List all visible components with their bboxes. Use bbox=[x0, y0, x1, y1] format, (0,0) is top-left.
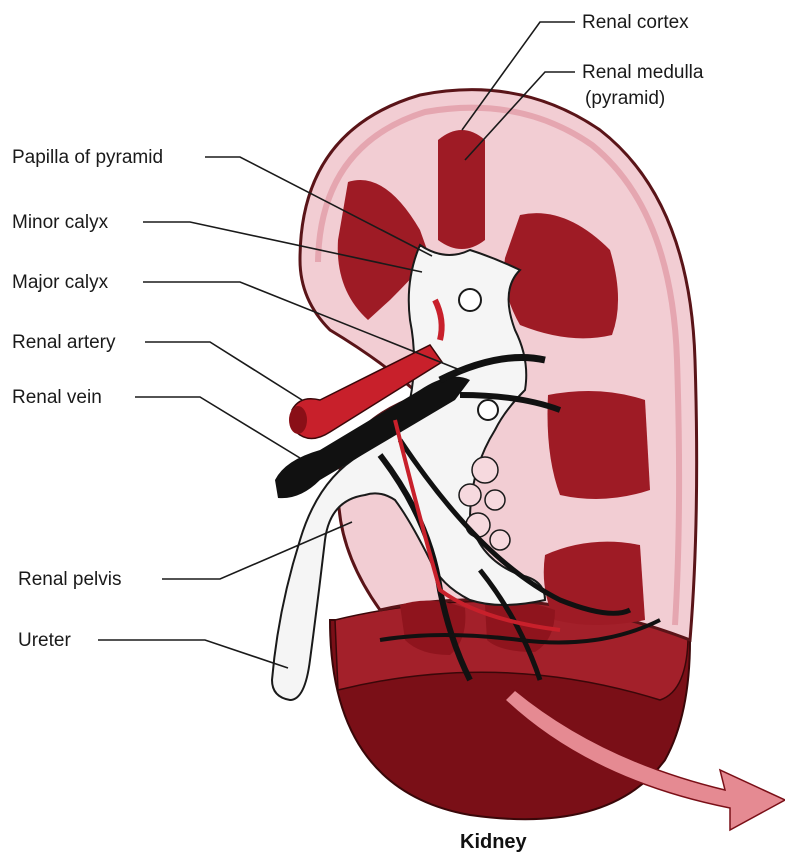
label-major-calyx: Major calyx bbox=[12, 272, 109, 293]
label-renal-medulla: Renal medulla bbox=[582, 62, 704, 83]
label-renal-pelvis: Renal pelvis bbox=[18, 569, 122, 590]
pyramid-mid-right bbox=[548, 391, 651, 499]
label-ureter: Ureter bbox=[18, 630, 71, 651]
label-renal-medulla-pyramid: (pyramid) bbox=[585, 88, 665, 109]
label-renal-artery: Renal artery bbox=[12, 332, 116, 353]
label-minor-calyx: Minor calyx bbox=[12, 212, 109, 233]
label-papilla-of-pyramid: Papilla of pyramid bbox=[12, 147, 163, 168]
minor-calyx-cup-1 bbox=[459, 289, 481, 311]
label-renal-vein: Renal vein bbox=[12, 387, 102, 408]
label-renal-cortex: Renal cortex bbox=[582, 12, 689, 33]
pyramid-top bbox=[438, 130, 485, 249]
minor-calyx-cup-2 bbox=[478, 400, 498, 420]
caption-kidney: Kidney bbox=[460, 831, 528, 853]
